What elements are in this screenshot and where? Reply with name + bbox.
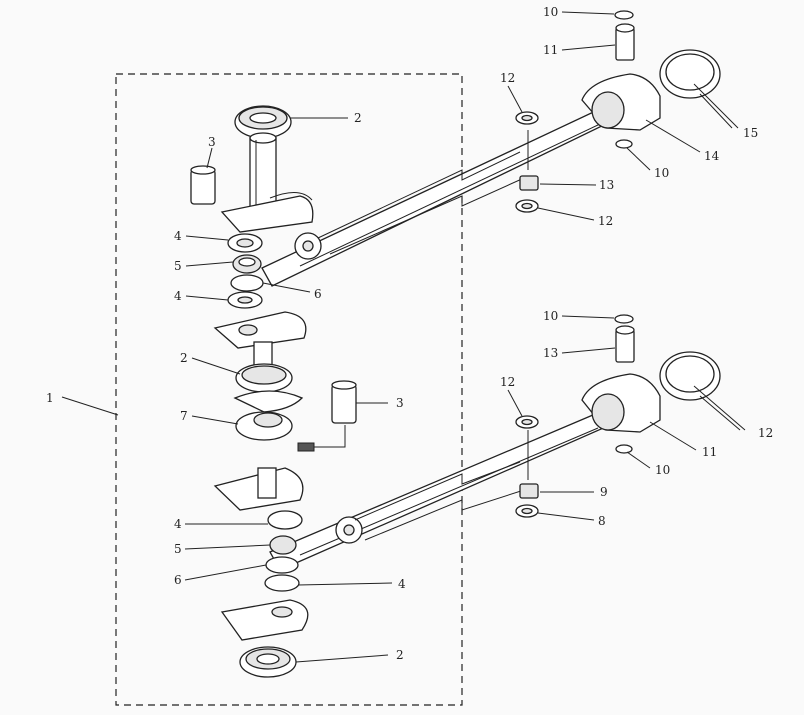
- upper-main-bearing: [234, 105, 292, 139]
- callout-2: 2: [396, 648, 404, 662]
- callout-13: 13: [599, 178, 614, 192]
- lower-piston-rings: [659, 351, 721, 401]
- callout-10: 10: [655, 463, 670, 477]
- callout-7: 7: [180, 409, 188, 423]
- middle-spline-shaft: [253, 341, 273, 367]
- callout-8: 8: [598, 514, 606, 528]
- upper-circlip-top: [614, 10, 634, 20]
- lower-needle-washer-a: [267, 510, 303, 530]
- upper-needle-washer-a: [227, 233, 263, 253]
- callout-4: 4: [174, 229, 182, 243]
- upper-needle-cage: [519, 175, 539, 191]
- lower-connecting-rod: [269, 411, 609, 571]
- callout-4: 4: [174, 289, 182, 303]
- callout-12: 12: [598, 214, 613, 228]
- middle-small-key: [297, 442, 315, 452]
- callout-4: 4: [174, 517, 182, 531]
- middle-dowel-pin: [331, 380, 357, 424]
- callout-4: 4: [398, 577, 406, 591]
- upper-piston-rings: [659, 49, 721, 99]
- lower-needle-bearing: [269, 535, 297, 555]
- assembly-boundary-box: [115, 73, 463, 706]
- callout-6: 6: [174, 573, 182, 587]
- upper-connecting-rod: [261, 107, 611, 287]
- callout-14: 14: [704, 149, 720, 163]
- lower-washer-8: [515, 504, 539, 518]
- assembly-guide-lines: [300, 130, 529, 541]
- upper-washer-12b: [515, 199, 539, 213]
- upper-washer-12a: [515, 111, 539, 125]
- callout-11: 11: [543, 43, 558, 57]
- lower-piston-pin: [615, 325, 635, 363]
- upper-piston: [581, 73, 661, 131]
- callout-11: 11: [702, 445, 717, 459]
- lower-needle-cage: [519, 483, 539, 499]
- leader-lines: [61, 11, 746, 663]
- lower-circlip-top: [614, 314, 634, 324]
- callout-12: 12: [500, 71, 515, 85]
- lower-counterweight: [213, 467, 304, 511]
- callout-5: 5: [174, 259, 182, 273]
- callout-15: 15: [743, 126, 758, 140]
- upper-thrust-washer: [230, 274, 264, 292]
- upper-dowel-pin: [190, 165, 216, 205]
- callout-3: 3: [208, 135, 216, 149]
- upper-piston-pin: [615, 23, 635, 61]
- callout-13: 13: [543, 346, 558, 360]
- callout-12: 12: [758, 426, 773, 440]
- lower-small-washer: [615, 444, 633, 454]
- callout-10: 10: [543, 309, 558, 323]
- lower-needle-washer-b: [264, 574, 300, 592]
- callout-5: 5: [174, 542, 182, 556]
- callout-3: 3: [396, 396, 404, 410]
- lower-piston: [581, 373, 661, 433]
- callout-2: 2: [180, 351, 188, 365]
- callout-10: 10: [543, 5, 558, 19]
- upper-crank-shaft: [249, 132, 277, 209]
- upper-lower-counterweight: [213, 311, 307, 349]
- upper-needle-washer-b: [227, 291, 263, 309]
- middle-gear: [233, 390, 304, 441]
- upper-small-washer: [615, 139, 633, 149]
- callout-9: 9: [600, 485, 608, 499]
- lower-main-bearing: [239, 646, 297, 678]
- callout-6: 6: [314, 287, 322, 301]
- upper-counterweight: [220, 192, 314, 233]
- callout-2: 2: [354, 111, 362, 125]
- lower-end-counterweight: [220, 599, 309, 641]
- upper-needle-bearing: [232, 254, 262, 274]
- lower-washer-12: [515, 415, 539, 429]
- callout-group-1: 1: [46, 391, 54, 405]
- middle-main-bearing: [235, 363, 293, 393]
- callout-10: 10: [654, 166, 669, 180]
- lower-thrust-washer: [265, 556, 299, 574]
- callout-12: 12: [500, 375, 515, 389]
